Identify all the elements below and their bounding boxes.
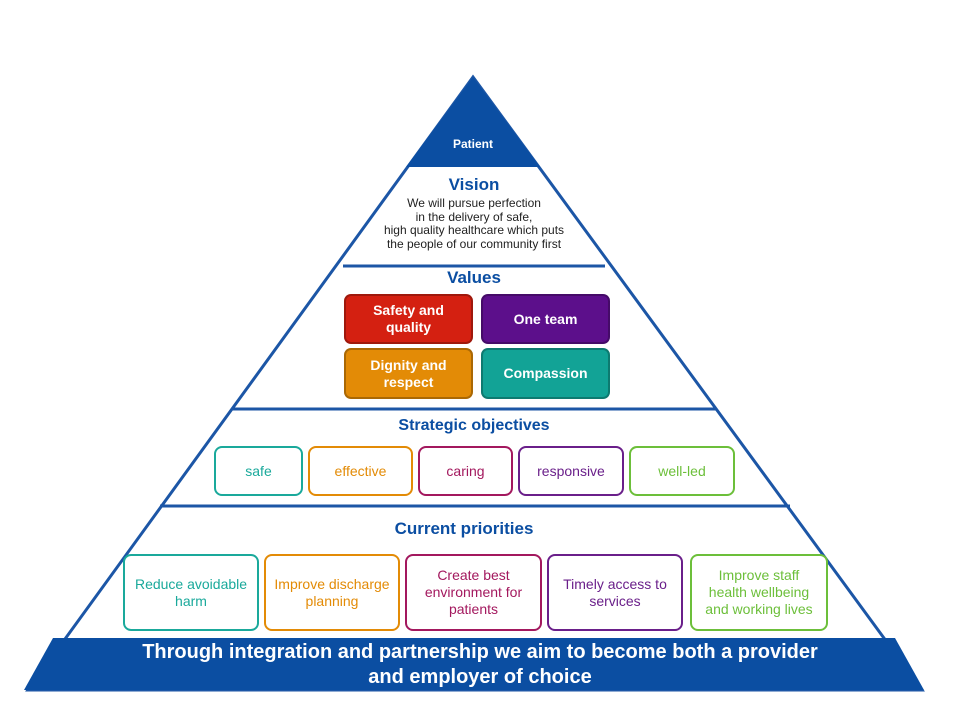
vision-heading: Vision (448, 175, 500, 194)
strategic-objectives-heading: Strategic objectives (398, 417, 550, 434)
priority-box-discharge-planning: Improve discharge planning (264, 554, 400, 631)
priority-label: Create best environment for patients (424, 567, 523, 617)
vision-statement: We will pursue perfection in the deliver… (334, 196, 614, 251)
value-label: Dignity and respect (370, 356, 447, 390)
vision-line: the people of our community first (386, 236, 562, 251)
priority-label: Reduce avoidable harm (134, 575, 248, 609)
banner-statement: Through integration and partnership we a… (40, 640, 920, 690)
objective-box-safe: safe (214, 446, 303, 496)
priority-label: Improve discharge planning (274, 575, 390, 609)
objective-label: well-led (658, 462, 706, 479)
banner-line-1: Through integration and partnership we a… (142, 641, 818, 663)
priority-box-staff-wellbeing: Improve staff health wellbeing and worki… (690, 554, 828, 631)
vision-line: high quality healthcare which puts (383, 223, 565, 237)
priority-box-reduce-harm: Reduce avoidable harm (123, 554, 259, 631)
objective-box-responsive: responsive (518, 446, 624, 496)
value-box-one-team: One team (481, 294, 610, 344)
value-box-dignity-respect: Dignity and respect (344, 348, 473, 399)
banner-base (24, 638, 924, 690)
objective-box-effective: effective (308, 446, 413, 496)
value-label: Safety and quality (373, 302, 444, 335)
priority-label: Improve staff health wellbeing and worki… (705, 567, 813, 617)
value-box-safety-quality: Safety and quality (344, 294, 473, 344)
priority-box-best-environment: Create best environment for patients (405, 554, 542, 631)
values-heading: Values (447, 268, 501, 287)
value-box-compassion: Compassion (481, 348, 610, 399)
value-label: Compassion (503, 365, 588, 381)
objective-label: effective (334, 462, 387, 479)
value-label: One team (513, 310, 578, 327)
objective-box-caring: caring (418, 446, 513, 496)
objective-label: responsive (537, 462, 605, 479)
objective-label: safe (245, 462, 272, 479)
vision-line: We will pursue perfection (407, 196, 541, 210)
vision-line: in the delivery of safe, (415, 209, 533, 224)
objective-box-well-led: well-led (629, 446, 735, 496)
objective-label: caring (446, 462, 485, 479)
apex-label: Patient (452, 137, 493, 151)
priority-box-timely-access: Timely access to services (547, 554, 683, 631)
apex-triangle (406, 77, 540, 167)
banner-line-2: and employer of choice (368, 666, 592, 688)
current-priorities-heading: Current priorities (394, 519, 534, 538)
priority-label: Timely access to services (563, 575, 667, 609)
